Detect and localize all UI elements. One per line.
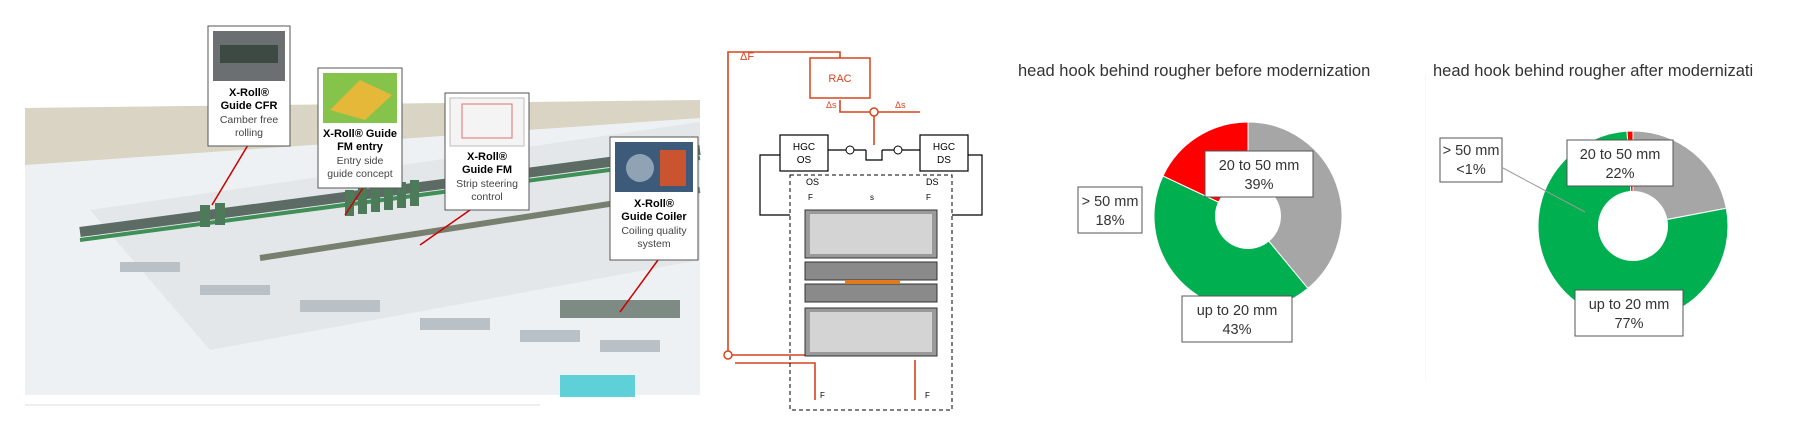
ds-label: DS — [926, 177, 939, 187]
junction-left — [845, 145, 855, 155]
hgc-ds-block — [919, 134, 969, 172]
chart-before-title: head hook behind rougher before moderniz… — [1018, 62, 1370, 80]
coiler-title2: Guide Coiler — [621, 211, 687, 223]
after-red-leader — [1502, 167, 1586, 213]
delta-f-label: ΔF — [740, 51, 754, 63]
chart-after-title: head hook behind rougher after moderniza… — [1433, 62, 1753, 80]
summing-node-top — [869, 107, 879, 117]
fm-title2: Guide FM — [462, 164, 512, 176]
pie-chart-after: head hook behind rougher after moderniza… — [1424, 62, 1753, 380]
plant-illustration: X-Roll® Guide CFR Camber free rolling X-… — [25, 25, 701, 406]
coiler-desc-1: Coiling quality — [621, 225, 687, 237]
pie-after-label-grey: 20 to 50 mm 22% — [1566, 139, 1674, 187]
pie-chart-after-panel: head hook behind rougher after moderniza… — [1424, 0, 1795, 439]
hgc-os-line2: OS — [797, 155, 812, 166]
before-green-value: 43% — [1222, 322, 1251, 338]
pie-chart-before-panel: head hook behind rougher before moderniz… — [1010, 0, 1415, 439]
mill-stands — [200, 180, 419, 227]
after-red-label: > 50 mm — [1443, 143, 1500, 159]
f-lds-label: F — [925, 391, 930, 400]
hgc-ds-line2: DS — [937, 155, 951, 166]
s-ref2-label: s — [870, 193, 874, 202]
before-red-value: 18% — [1095, 213, 1124, 229]
mill-rolls — [804, 209, 938, 357]
rac-block — [809, 57, 871, 99]
after-red-value: <1% — [1456, 162, 1486, 178]
before-grey-label: 20 to 50 mm — [1219, 158, 1300, 174]
pie-after-label-green: up to 20 mm 77% — [1574, 289, 1684, 337]
fm-entry-title: X-Roll® Guide — [323, 128, 397, 140]
before-grey-value: 39% — [1244, 177, 1273, 193]
pie-chart-before: head hook behind rougher before moderniz… — [1018, 62, 1370, 343]
coiler-desc-2: system — [637, 238, 671, 250]
fm-entry-title2: FM entry — [337, 141, 384, 153]
plant-equipment — [120, 262, 680, 352]
summing-node-left — [723, 350, 733, 360]
before-green-label: up to 20 mm — [1197, 303, 1278, 319]
coiler-title: X-Roll® — [634, 198, 674, 210]
pie-before-label-grey: 20 to 50 mm 39% — [1204, 150, 1314, 198]
f-los-label: F — [820, 391, 825, 400]
control-diagram-panel: ΔF Δs Δs RAC HGC OS HGC DS OS DS F F s — [720, 0, 985, 439]
pie-before-label-green: up to 20 mm 43% — [1181, 295, 1293, 343]
hgc-os-block — [779, 134, 829, 172]
control-diagram: ΔF Δs Δs RAC HGC OS HGC DS OS DS F F s — [723, 51, 983, 411]
cfr-desc-1: Camber free — [220, 114, 279, 126]
cfr-title: X-Roll® — [229, 87, 269, 99]
hgc-ds-line1: HGC — [933, 142, 955, 153]
cfr-title2: Guide CFR — [221, 100, 278, 112]
donut-hole-before — [1215, 183, 1281, 249]
pie-after-label-red: > 50 mm <1% — [1439, 137, 1503, 183]
f-cos-label: F — [808, 193, 813, 202]
after-green-label: up to 20 mm — [1589, 297, 1670, 313]
fm-entry-desc-2: guide concept — [327, 168, 392, 180]
plant-overview-panel: X-Roll® Guide CFR Camber free rolling X-… — [0, 0, 715, 439]
callout-guide-fm-entry: X-Roll® Guide FM entry Entry side guide … — [317, 67, 403, 189]
callout-leaders — [211, 144, 659, 313]
hgc-os-line1: HGC — [793, 142, 815, 153]
junction-right — [893, 145, 903, 155]
fm-desc-2: control — [471, 191, 503, 203]
callout-guide-coiler: X-Roll® Guide Coiler Coiling quality sys… — [609, 136, 699, 261]
f-cds-label: F — [926, 193, 931, 202]
feedback-lines — [727, 51, 920, 400]
before-red-label: > 50 mm — [1082, 194, 1139, 210]
fm-desc-1: Strip steering — [456, 178, 518, 190]
rac-label: RAC — [828, 73, 851, 85]
mill-stand-frame — [789, 174, 953, 411]
water-basin — [560, 375, 635, 397]
donut-hole-after — [1598, 191, 1668, 261]
cfr-desc-2: rolling — [235, 127, 263, 139]
fm-photo — [449, 97, 525, 147]
s-rac-label: Δs — [826, 100, 837, 110]
after-grey-value: 22% — [1605, 166, 1634, 182]
s-ref-label: Δs — [895, 100, 906, 110]
fm-entry-desc-1: Entry side — [337, 155, 384, 167]
os-label: OS — [806, 177, 819, 187]
callout-guide-fm: X-Roll® Guide FM Strip steering control — [444, 92, 530, 211]
pie-before-label-red: > 50 mm 18% — [1077, 186, 1143, 234]
after-green-value: 77% — [1614, 316, 1643, 332]
callout-guide-cfr: X-Roll® Guide CFR Camber free rolling — [207, 25, 291, 147]
fm-title: X-Roll® — [467, 151, 507, 163]
after-grey-label: 20 to 50 mm — [1580, 147, 1661, 163]
